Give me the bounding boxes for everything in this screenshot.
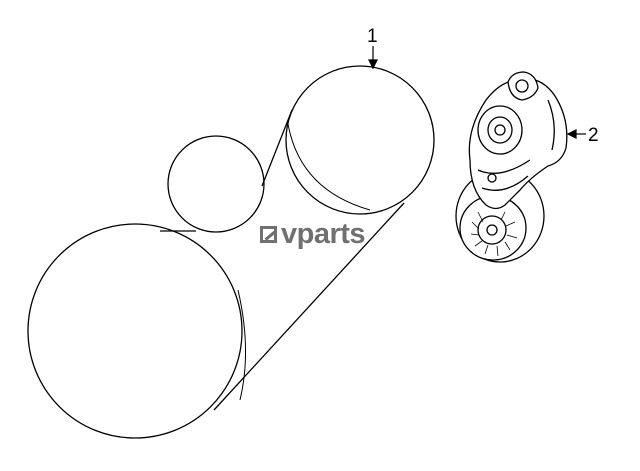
mount-boss-hole — [515, 79, 529, 93]
belt-inner-edge-upper — [287, 123, 371, 211]
watermark-mark-icon — [260, 225, 277, 243]
callout-2-leader — [566, 129, 586, 139]
arm-rib — [477, 159, 531, 174]
upper-right-pulley-outline — [285, 65, 435, 215]
callout-2-label: 2 — [588, 125, 599, 146]
serpentine-belt — [27, 65, 435, 439]
tensioner-pulley-bolt — [486, 224, 498, 236]
arm-edge — [547, 99, 555, 151]
arm-rib-2 — [481, 175, 529, 191]
pulley-ribs — [470, 211, 518, 257]
belt-inner-edge-lower — [237, 289, 247, 401]
watermark-text: vparts — [281, 217, 366, 250]
callout-1-label: 1 — [367, 26, 378, 47]
watermark-logo: vparts — [260, 217, 366, 250]
crank-pulley-outline — [27, 223, 243, 439]
belt-run-top — [261, 109, 293, 187]
small-idler-pulley-outline — [167, 135, 265, 233]
callout-1-leader — [368, 46, 378, 70]
belt-run-bottom — [213, 202, 405, 411]
arm-pivot — [487, 173, 497, 183]
spring-housing-bolt — [494, 124, 506, 136]
belt-tensioner-assembly — [455, 71, 568, 263]
